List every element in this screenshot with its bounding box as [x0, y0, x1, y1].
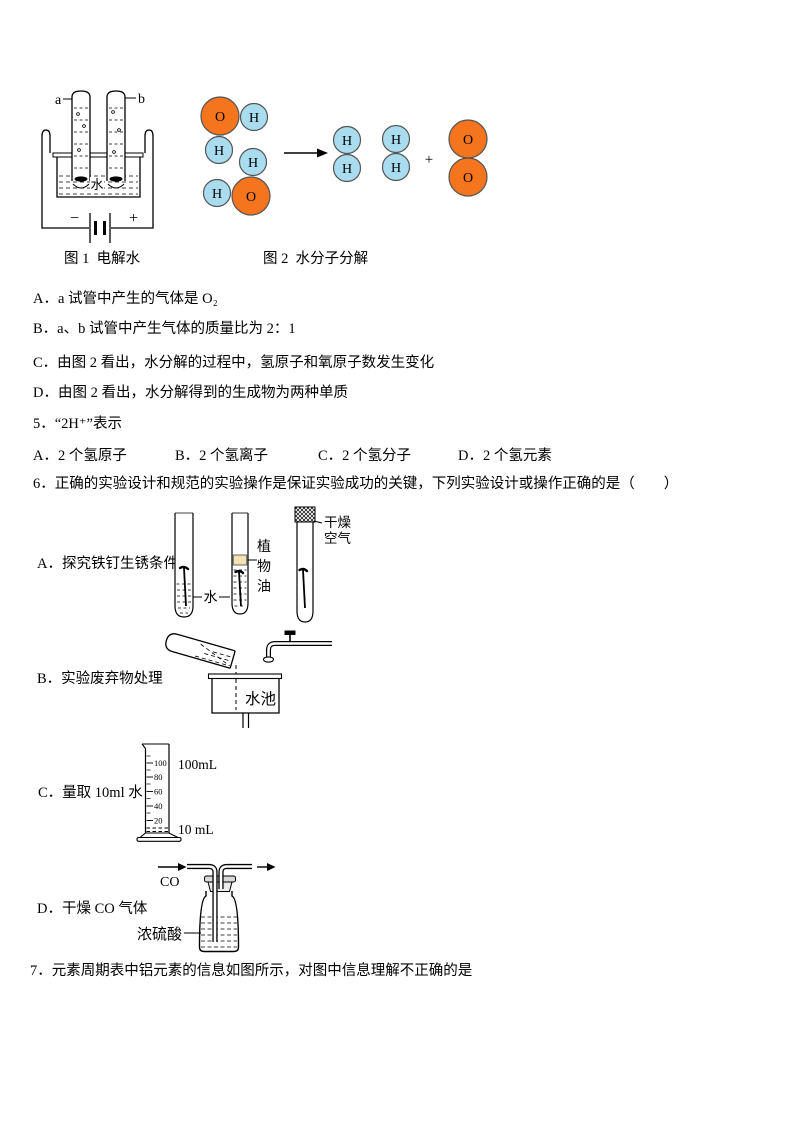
svg-text:H: H	[391, 161, 401, 176]
sink-label: 水池	[245, 690, 276, 708]
q6-stem: 6．正确的实验设计和规范的实验操作是保证实验成功的关键，下列实验设计或操作正确的…	[33, 476, 679, 492]
q5-option-a: A．2 个氢原子	[33, 448, 127, 464]
svg-text:H: H	[212, 187, 222, 202]
tube-b-label: b	[138, 92, 145, 107]
q5-option-c: C．2 个氢分子	[318, 448, 412, 464]
q4-option-b: B．a、b 试管中产生气体的质量比为 2：1	[33, 321, 296, 337]
sink-rim	[207, 673, 283, 680]
oil-label-char: 物	[257, 559, 271, 575]
beaker	[56, 157, 141, 198]
atom-h	[332, 153, 362, 183]
gas-bottle	[198, 891, 240, 953]
atom-o	[448, 157, 488, 197]
tube-b	[106, 90, 126, 181]
svg-text:H: H	[391, 133, 401, 148]
battery-icon	[89, 213, 111, 243]
faucet	[266, 641, 332, 657]
cylinder-foot	[138, 832, 179, 839]
q6-option-c-label: C．量取 10ml 水	[38, 785, 143, 801]
svg-text:H: H	[342, 134, 352, 149]
q6-option-d-label: D．干燥 CO 气体	[37, 901, 148, 917]
gas-label: CO	[160, 875, 179, 890]
oil-layer	[232, 554, 248, 566]
tube-a	[71, 90, 91, 181]
q4-option-a: A．a 试管中产生的气体是 O₂	[33, 291, 218, 307]
figure1-caption: 图 1 电解水	[64, 251, 141, 267]
atom-o	[200, 96, 240, 136]
svg-text:O: O	[463, 171, 473, 186]
scale-value: 60	[154, 787, 163, 797]
sink	[211, 678, 280, 714]
electrolysis-diagram: − + a b	[41, 90, 154, 243]
svg-text:H: H	[249, 111, 259, 126]
beaker-water-label: 水	[90, 177, 103, 192]
test-tube	[174, 513, 194, 618]
scale-value: 80	[154, 772, 163, 782]
svg-text:H: H	[342, 162, 352, 177]
atom-h	[332, 125, 362, 155]
rubber-stopper	[294, 506, 316, 523]
svg-text:H: H	[214, 144, 224, 159]
q5-option-d: D．2 个氢元素	[458, 448, 552, 464]
atom-o	[231, 176, 271, 216]
beaker-lid	[52, 152, 144, 158]
battery-minus: −	[70, 210, 79, 227]
water-label: 水	[204, 590, 218, 606]
atom-h	[239, 102, 269, 132]
atom-h	[202, 178, 232, 208]
faucet-spout	[262, 656, 275, 663]
q6-option-b-label: B．实验废弃物处理	[37, 671, 163, 687]
gas-washing-bottle-diagram: CO 浓硫酸	[137, 863, 276, 953]
electrode-a	[74, 176, 88, 182]
battery-plus: +	[129, 210, 138, 227]
atom-h	[381, 152, 411, 182]
iron-nail	[234, 569, 245, 575]
pouring-tube	[165, 633, 236, 669]
wire-left	[41, 129, 89, 229]
dry-air-label: 干燥	[324, 515, 351, 530]
q6-option-a-label: A．探究铁钉生锈条件	[37, 556, 178, 572]
scale-value: 100	[154, 758, 167, 768]
rust-experiment-diagram: 水 植 物 油 干燥 空气	[174, 506, 351, 623]
tube-a-label: a	[55, 93, 62, 108]
iron-nail	[298, 567, 309, 573]
q5-stem: 5．“2H⁺”表示	[33, 416, 122, 432]
svg-text:O: O	[215, 110, 225, 125]
scale-value: 40	[154, 801, 163, 811]
reaction-arrowhead	[317, 148, 328, 158]
volume-label: 10 mL	[178, 822, 214, 837]
acid-label: 浓硫酸	[137, 926, 182, 943]
waste-disposal-diagram: 水池	[165, 630, 332, 728]
oil-label-char: 植	[257, 539, 271, 555]
acid-liquid	[201, 916, 237, 948]
wire-right	[111, 129, 154, 229]
dry-air-label: 空气	[324, 531, 351, 546]
figure2-caption: 图 2 水分子分解	[263, 251, 369, 267]
electrode-b	[109, 176, 123, 182]
svg-text:H: H	[248, 156, 258, 171]
svg-text:O: O	[246, 190, 256, 205]
faucet-valve	[284, 630, 296, 635]
atom-h	[381, 124, 411, 154]
test-tube	[296, 512, 314, 623]
iron-nail	[178, 565, 190, 571]
oil-label-char: 油	[257, 579, 271, 595]
capacity-label: 100mL	[178, 757, 217, 772]
atom-h	[204, 135, 234, 165]
tube-contents	[74, 107, 123, 169]
scale-value: 20	[154, 816, 163, 826]
atom-h	[238, 147, 268, 177]
q5-option-b: B．2 个氢离子	[175, 448, 269, 464]
svg-text:O: O	[463, 133, 473, 148]
molecule-diagram: O H H H O H H H H H O O +	[200, 96, 488, 216]
measuring-cylinder-diagram: 100 80 60 40 20 100mL 10 mL	[136, 743, 217, 842]
q4-option-d: D．由图 2 看出，水分解得到的生成物为两种单质	[33, 385, 348, 401]
q4-option-c: C．由图 2 看出，水分解的过程中，氢原子和氧原子数发生变化	[33, 355, 435, 371]
plus-sign: +	[425, 152, 433, 168]
q7-stem: 7．元素周期表中铝元素的信息如图所示，对图中信息理解不正确的是	[30, 963, 473, 979]
gas-bubbles	[76, 110, 121, 154]
